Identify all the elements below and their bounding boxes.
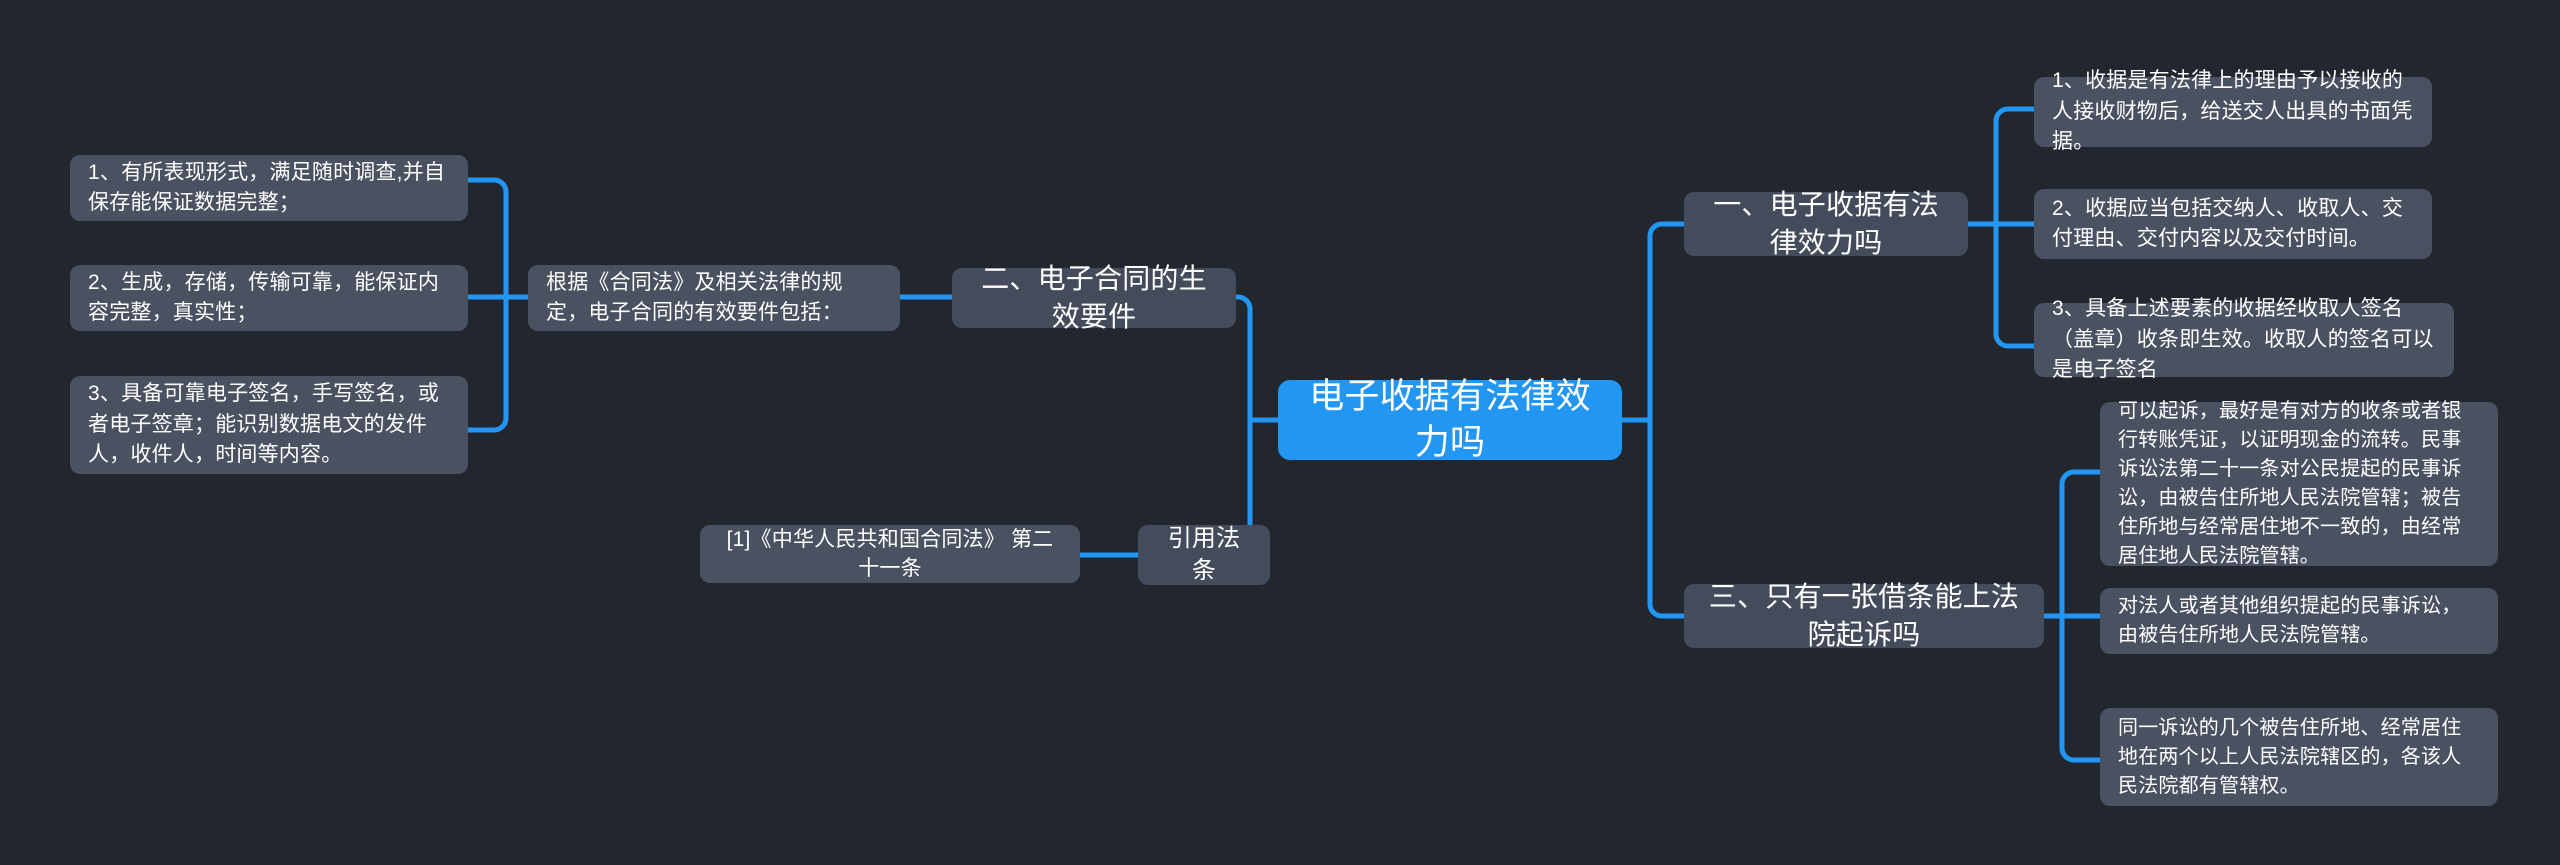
leaf-node-b1-c2[interactable]: 2、收据应当包括交纳人、收取人、交付理由、交付内容以及交付时间。: [2034, 189, 2432, 259]
root-node[interactable]: 电子收据有法律效力吗: [1278, 377, 1622, 462]
leaf-node-b3-c3[interactable]: 同一诉讼的几个被告住所地、经常居住地在两个以上人民法院辖区的，各该人民法院都有管…: [2100, 708, 2498, 806]
leaf-node-b2-c1-label: 1、有所表现形式，满足随时调查,并自保存能保证数据完整；: [88, 160, 446, 214]
leaf-node-b2-c3-label: 3、具备可靠电子签名，手写签名，或者电子签章；能识别数据电文的发件人，收件人，时…: [88, 382, 440, 467]
leaf-node-b3-c1-label: 可以起诉，最好是有对方的收条或者银行转账凭证，以证明现金的流转。民事诉讼法第二十…: [2118, 400, 2462, 567]
branch-node-4[interactable]: 引用法条: [1138, 525, 1270, 585]
intro-node-b2-label: 根据《合同法》及相关法律的规定，电子合同的有效要件包括：: [546, 270, 843, 324]
leaf-node-b2-c3[interactable]: 3、具备可靠电子签名，手写签名，或者电子签章；能识别数据电文的发件人，收件人，时…: [70, 376, 468, 474]
leaf-node-b3-c2-label: 对法人或者其他组织提起的民事诉讼，由被告住所地人民法院管辖。: [2118, 595, 2462, 646]
branch-node-4-label: 引用法条: [1167, 524, 1241, 584]
leaf-node-b2-c1[interactable]: 1、有所表现形式，满足随时调查,并自保存能保证数据完整；: [70, 155, 468, 221]
leaf-node-b4-c1[interactable]: [1]《中华人民共和国合同法》 第二十一条: [700, 525, 1080, 583]
leaf-node-b1-c3[interactable]: 3、具备上述要素的收据经收取人签名（盖章）收条即生效。收取人的签名可以是电子签名: [2034, 297, 2454, 381]
leaf-node-b1-c3-label: 3、具备上述要素的收据经收取人签名（盖章）收条即生效。收取人的签名可以是电子签名: [2052, 297, 2434, 382]
leaf-node-b2-c2-label: 2、生成，存储，传输可靠，能保证内容完整，真实性；: [88, 270, 440, 324]
branch-node-2[interactable]: 二、电子合同的生效要件: [952, 263, 1236, 332]
leaf-node-b1-c1[interactable]: 1、收据是有法律上的理由予以接收的人接收财物后，给送交人出具的书面凭据。: [2034, 69, 2432, 153]
branch-node-3[interactable]: 三、只有一张借条能上法院起诉吗: [1684, 581, 2044, 650]
leaf-node-b1-c2-label: 2、收据应当包括交纳人、收取人、交付理由、交付内容以及交付时间。: [2052, 196, 2404, 250]
branch-node-3-label: 三、只有一张借条能上法院起诉吗: [1708, 581, 2020, 650]
leaf-node-b3-c3-label: 同一诉讼的几个被告住所地、经常居住地在两个以上人民法院辖区的，各该人民法院都有管…: [2118, 716, 2462, 797]
leaf-node-b3-c2[interactable]: 对法人或者其他组织提起的民事诉讼，由被告住所地人民法院管辖。: [2100, 588, 2498, 654]
leaf-node-b1-c1-label: 1、收据是有法律上的理由予以接收的人接收财物后，给送交人出具的书面凭据。: [2052, 69, 2413, 154]
leaf-node-b4-c1-label: [1]《中华人民共和国合同法》 第二十一条: [726, 527, 1054, 580]
branch-node-2-label: 二、电子合同的生效要件: [981, 263, 1207, 332]
intro-node-b2[interactable]: 根据《合同法》及相关法律的规定，电子合同的有效要件包括：: [528, 265, 900, 331]
branch-node-1[interactable]: 一、电子收据有法律效力吗: [1684, 189, 1968, 258]
leaf-node-b2-c2[interactable]: 2、生成，存储，传输可靠，能保证内容完整，真实性；: [70, 265, 468, 331]
leaf-node-b3-c1[interactable]: 可以起诉，最好是有对方的收条或者银行转账凭证，以证明现金的流转。民事诉讼法第二十…: [2100, 400, 2498, 567]
root-node-label: 电子收据有法律效力吗: [1309, 376, 1591, 462]
branch-node-1-label: 一、电子收据有法律效力吗: [1713, 189, 1939, 258]
